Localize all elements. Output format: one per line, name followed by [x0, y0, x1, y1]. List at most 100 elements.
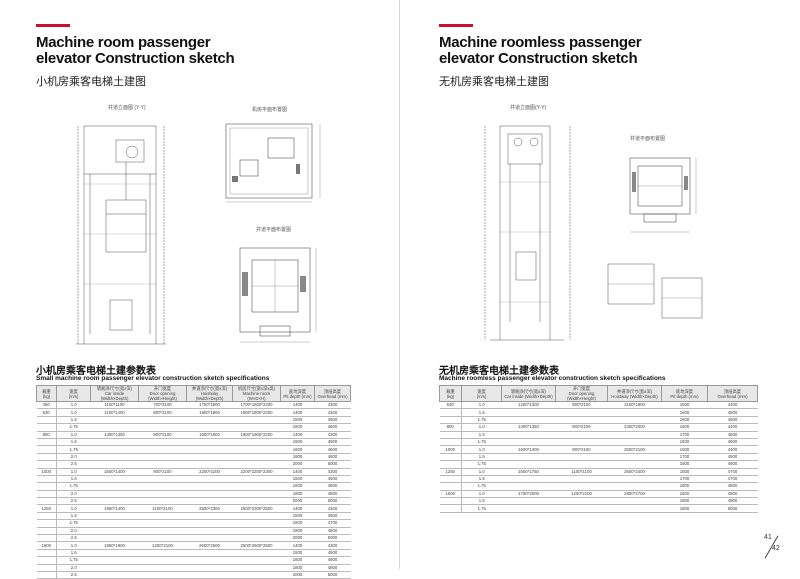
- table-cell: [439, 475, 462, 484]
- table-cell: 1400*1350: [501, 423, 556, 432]
- table-cell: 1700: [661, 431, 708, 439]
- table-cell: [90, 460, 139, 469]
- table-cell: 1600: [661, 416, 708, 425]
- drawing-label-machine-room: 机房平面布置图: [252, 107, 288, 113]
- table-cell: 2200*2200*2300: [232, 468, 281, 476]
- table-cell: 1000: [439, 445, 462, 454]
- shaft-section-drawing: [484, 125, 571, 341]
- table-cell: 1.6: [56, 549, 91, 558]
- table-cell: 1.0: [461, 423, 502, 432]
- table-cell: [138, 571, 187, 579]
- table-cell: [138, 416, 187, 425]
- table-cell: 4800: [314, 564, 351, 573]
- page-title: Machine room passenger elevator Construc…: [36, 34, 235, 67]
- table-cell: 2500*2100: [607, 445, 662, 454]
- table-cell: [138, 564, 187, 573]
- table-cell: [439, 460, 462, 469]
- table-cell: 1950*1800: [90, 541, 139, 550]
- table-cell: 2100*1800: [607, 401, 662, 410]
- table-cell: 1.0: [56, 541, 91, 550]
- table-cell: 1100*1400: [90, 408, 139, 417]
- table-cell: 5000: [314, 571, 351, 579]
- table-cell: 1600*1400: [501, 445, 556, 454]
- table-cell: [90, 564, 139, 573]
- table-cell: 4300: [314, 541, 351, 550]
- table-cell: [232, 556, 281, 565]
- table-cell: [90, 453, 139, 462]
- table-cell: 4500: [314, 549, 351, 558]
- table-cell: 1.75: [461, 438, 502, 447]
- table-cell: 4700: [314, 519, 351, 528]
- table-cell: [607, 408, 662, 417]
- table-header-cell: 顶层高度 Overhead (mm): [707, 385, 758, 402]
- table-cell: 4800: [314, 527, 351, 536]
- table-cell: [90, 445, 139, 454]
- table-cell: 1500: [280, 416, 315, 425]
- left-page: Machine room passenger elevator Construc…: [0, 0, 400, 579]
- table-cell: 4600: [314, 482, 351, 491]
- table-cell: 1600: [36, 541, 57, 550]
- table-header-cell: 底坑深度 Pit depth (mm): [280, 385, 315, 402]
- table-cell: 1200*2100: [555, 490, 608, 499]
- title-accent-bar: [36, 24, 70, 27]
- table-cell: [232, 445, 281, 454]
- table-cell: 1200*1300: [501, 401, 556, 410]
- table-cell: 4500: [314, 512, 351, 521]
- table-cell: 1.75: [461, 460, 502, 469]
- table-cell: 4400: [707, 423, 758, 432]
- table-cell: 1500: [280, 438, 315, 447]
- table-cell: [36, 475, 57, 484]
- table-cell: 1.75: [56, 445, 91, 454]
- table-cell: 1600: [280, 482, 315, 491]
- table-cell: [607, 504, 662, 513]
- table-cell: [36, 497, 57, 506]
- table-cell: [138, 519, 187, 528]
- table-cell: [232, 423, 281, 432]
- spec-table: 载重 (kg)速度 (m/s)轿厢净尺寸(宽x深) Car inside (Wi…: [439, 385, 758, 513]
- table-cell: 1250: [439, 468, 462, 476]
- table-cell: 2.5: [56, 497, 91, 506]
- table-cell: 1600: [661, 460, 708, 469]
- table-cell: [232, 534, 281, 543]
- table-cell: [90, 556, 139, 565]
- table-header-cell: 井道净尺寸(宽x深) Hoistway (Width×Depth): [607, 385, 662, 402]
- title-accent-bar: [439, 24, 473, 27]
- table-header-cell: 机房尺寸(宽x深x高) Machine room (W×D×H): [232, 385, 281, 402]
- table-cell: 2500*2300: [186, 504, 233, 513]
- table-cell: 1750*2000: [501, 490, 556, 499]
- table-cell: [607, 482, 662, 491]
- table-cell: 4400: [707, 401, 758, 410]
- table-cell: [439, 497, 462, 506]
- page-number: 41: [764, 534, 772, 541]
- table-cell: 1000: [36, 468, 57, 476]
- table-cell: 1400: [280, 504, 315, 513]
- table-cell: 1.0: [461, 401, 502, 410]
- table-cell: 800*2100: [138, 408, 187, 417]
- page-subtitle-cn: 无机房乘客电梯土建图: [439, 76, 549, 88]
- table-cell: 1.75: [461, 504, 502, 513]
- table-header-row: 载重 (kg)速度 (m/s)轿厢净尺寸(宽x深) Car inside (Wi…: [439, 385, 758, 402]
- table-cell: [36, 416, 57, 425]
- table-cell: [232, 571, 281, 579]
- table-cell: 2.0: [56, 453, 91, 462]
- table-cell: 1.5: [461, 453, 502, 462]
- table-cell: 1950*1400: [90, 504, 139, 513]
- table-cell: [138, 534, 187, 543]
- table-cell: 1900*1800*2200: [232, 408, 281, 417]
- table-cell: [36, 549, 57, 558]
- table-cell: [90, 519, 139, 528]
- table-cell: 1400: [280, 401, 315, 410]
